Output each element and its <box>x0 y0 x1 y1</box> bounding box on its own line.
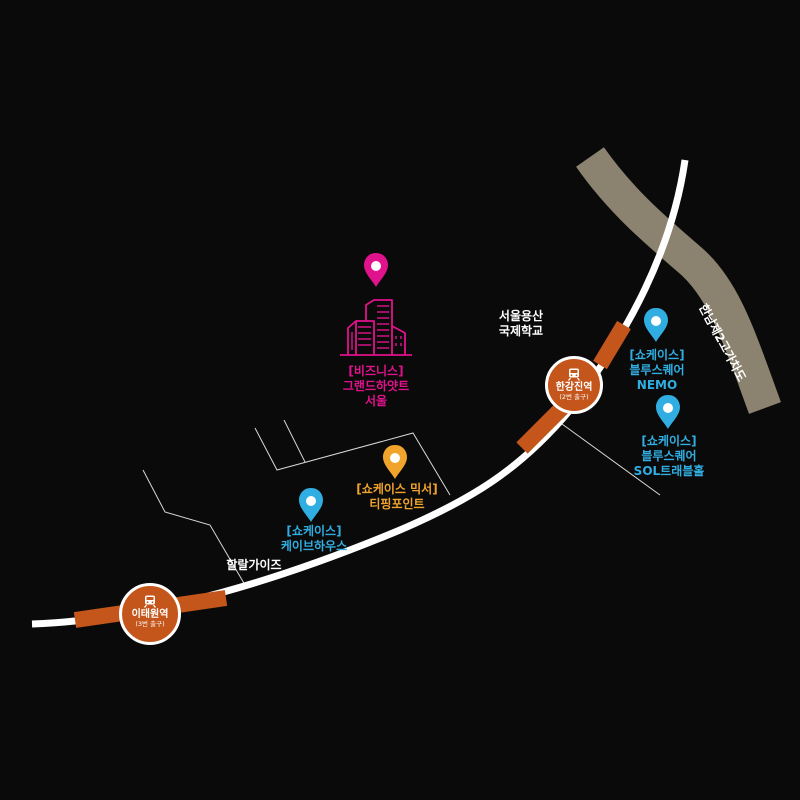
side-streets <box>142 419 661 586</box>
pin-blue-square-nemo[interactable] <box>644 308 668 342</box>
place-name-line2: NEMO <box>636 378 678 392</box>
elevated-road <box>576 147 781 414</box>
place-category: [비즈니스] <box>348 364 404 378</box>
place-name-line2: 서울 <box>364 394 388 408</box>
place-category: [쇼케이스] <box>629 348 685 362</box>
subway-segment-hangangjin-north <box>593 320 631 370</box>
station-name: 한강진역 <box>555 382 593 393</box>
station-exit: (2번 출구) <box>559 393 589 401</box>
pin-cave-house[interactable] <box>299 488 323 522</box>
landmark-name: 서울용산 <box>498 309 544 323</box>
place-category: [쇼케이스] <box>641 434 697 448</box>
station-name: 이태원역 <box>131 609 169 620</box>
place-name: 케이브하우스 <box>280 539 348 553</box>
place-name: 티핑포인트 <box>369 497 425 511</box>
label-blue-square-nemo[interactable]: [쇼케이스] 블루스퀘어 NEMO <box>607 348 707 393</box>
label-grand-hyatt[interactable]: [비즈니스] 그랜드하얏트 서울 <box>326 364 426 409</box>
train-icon <box>143 595 157 608</box>
station-hangangjin[interactable]: 한강진역 (2번 출구) <box>545 356 603 414</box>
place-name: 블루스퀘어 <box>629 363 685 377</box>
landmark-name-line2: 국제학교 <box>498 324 544 338</box>
place-category: [쇼케이스] <box>286 524 342 538</box>
label-cave-house[interactable]: [쇼케이스] 케이브하우스 <box>264 524 364 554</box>
label-tipping-point[interactable]: [쇼케이스 믹서] 티핑포인트 <box>337 482 457 512</box>
label-blue-square-sol[interactable]: [쇼케이스] 블루스퀘어 SOL트래블홀 <box>619 434 719 479</box>
building-icon <box>340 299 412 356</box>
pin-grand-hyatt[interactable] <box>364 253 388 287</box>
place-name-line2: SOL트래블홀 <box>633 464 705 478</box>
landmark-name: 할랄가이즈 <box>226 558 282 572</box>
pin-blue-square-sol[interactable] <box>656 395 680 429</box>
place-name: 그랜드하얏트 <box>342 379 410 393</box>
subway-segment-hangangjin-south <box>516 399 571 454</box>
station-exit: (3번 출구) <box>135 620 165 628</box>
station-itaewon[interactable]: 이태원역 (3번 출구) <box>119 583 181 645</box>
train-icon <box>567 368 581 381</box>
label-halal-guys: 할랄가이즈 <box>214 558 294 573</box>
place-name: 블루스퀘어 <box>641 449 697 463</box>
pin-tipping-point[interactable] <box>383 445 407 479</box>
label-international-school: 서울용산 국제학교 <box>481 309 561 339</box>
place-category: [쇼케이스 믹서] <box>356 482 438 496</box>
